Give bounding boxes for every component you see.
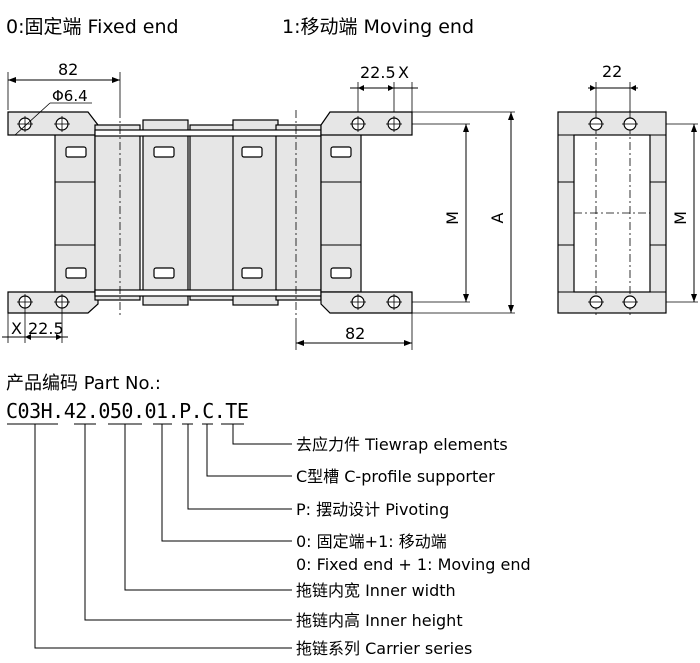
legend-end-type-en: 0: Fixed end + 1: Moving end	[296, 555, 531, 574]
slot	[241, 146, 263, 158]
bracket-side-view	[557, 82, 698, 318]
moving-top-flange	[320, 111, 413, 136]
dim-hole-diameter: Φ6.4	[52, 87, 88, 105]
slot	[65, 267, 87, 279]
slot	[153, 267, 175, 279]
dim-a: A	[488, 212, 507, 223]
fixed-bottom-flange	[7, 291, 99, 314]
legend-end-type-cn: 0: 固定端+1: 移动端	[296, 532, 447, 551]
legend-inner-height: 拖链内高 Inner height	[296, 611, 463, 630]
dim-bottom-width: 82	[345, 324, 365, 343]
dim-side-width: 22	[602, 62, 622, 81]
dim-side-m: M	[671, 211, 690, 225]
dim-bottom-x: X	[11, 319, 22, 338]
chain-link-5	[275, 124, 322, 301]
legend-leaders	[34, 424, 292, 649]
moving-side-plate	[320, 131, 362, 293]
dim-m: M	[443, 211, 462, 225]
part-number-title: 产品编码 Part No.:	[6, 373, 161, 394]
part-number-code: C03H.42.050.01.P.C.TE	[6, 399, 248, 423]
legend-pivoting: P: 摆动设计 Pivoting	[296, 500, 449, 519]
slot	[330, 146, 352, 158]
bottom-crossbar	[94, 289, 322, 297]
legend-c-profile: C型槽 C-profile supporter	[296, 467, 495, 486]
mounting-holes	[17, 116, 402, 310]
chain-top-view	[7, 110, 413, 318]
slot	[330, 267, 352, 279]
dim-moving-x: X	[398, 63, 409, 82]
dim-moving-pitch: 22.5	[360, 63, 396, 82]
legend-carrier-series: 拖链系列 Carrier series	[296, 639, 472, 658]
dim-top-width: 82	[58, 60, 78, 79]
chain-link-1	[94, 124, 141, 301]
dimension-lines	[2, 72, 515, 350]
heading-moving-end: 1:移动端 Moving end	[282, 16, 474, 38]
slot	[153, 146, 175, 158]
top-crossbar	[94, 129, 322, 137]
chain-link-3	[189, 124, 236, 301]
legend-inner-width: 拖链内宽 Inner width	[296, 581, 456, 600]
moving-bottom-flange	[320, 291, 413, 314]
legend-tiewrap: 去应力件 Tiewrap elements	[296, 435, 508, 454]
fixed-side-plate	[54, 131, 96, 293]
heading-fixed-end: 0:固定端 Fixed end	[6, 16, 179, 38]
slot	[241, 267, 263, 279]
dim-bottom-pitch: 22.5	[28, 319, 64, 338]
slot	[65, 146, 87, 158]
side-inner-opening	[573, 134, 651, 293]
